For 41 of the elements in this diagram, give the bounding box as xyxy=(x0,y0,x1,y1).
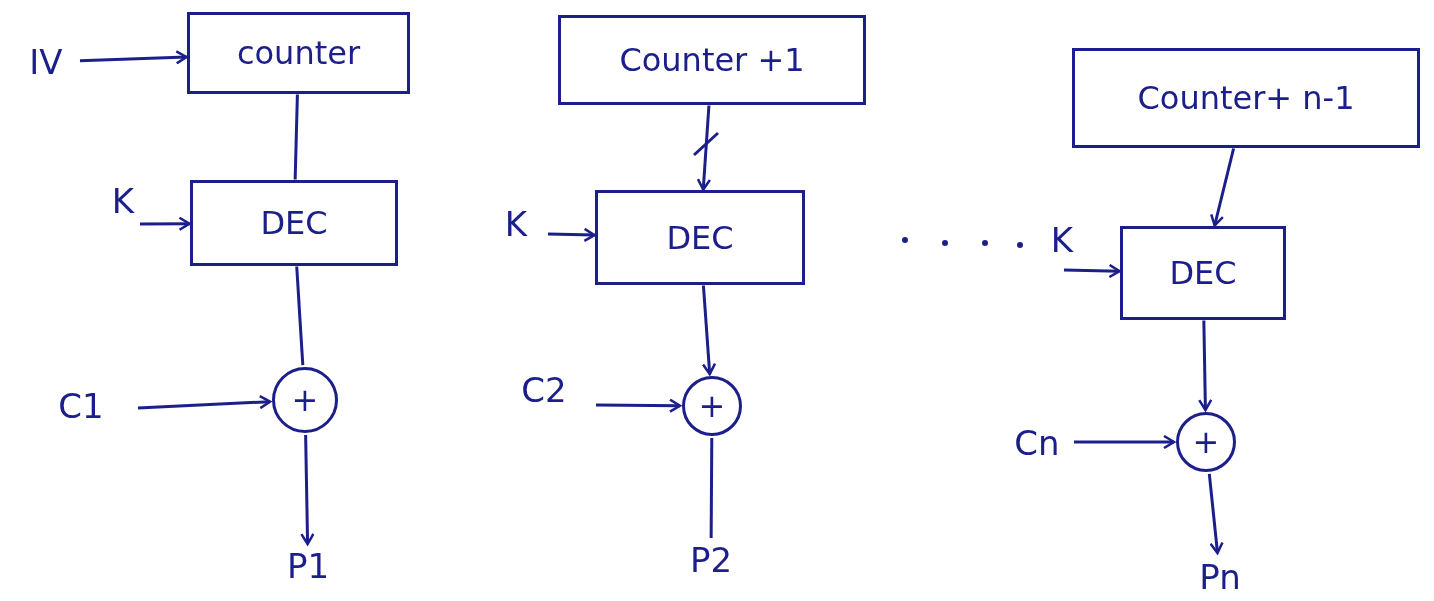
arrow xyxy=(1210,148,1236,227)
xor-circle xyxy=(1176,412,1236,472)
signal-label: Cn xyxy=(1014,426,1060,460)
xor-symbol: + xyxy=(1192,426,1220,458)
block-label: DEC xyxy=(666,221,734,254)
block-label: counter xyxy=(236,37,361,69)
signal-label: P2 xyxy=(689,543,733,577)
process-box xyxy=(1072,48,1420,148)
arrow xyxy=(137,394,272,410)
arrow xyxy=(1074,434,1176,450)
signal-label: K xyxy=(111,184,135,218)
arrow xyxy=(547,227,596,243)
process-box xyxy=(190,180,398,266)
signal-label: P1 xyxy=(286,549,330,583)
process-box xyxy=(558,15,866,105)
block-label: Counter +1 xyxy=(619,44,805,76)
block-label: DEC xyxy=(1169,257,1237,289)
signal-label: K xyxy=(504,207,528,241)
xor-symbol: + xyxy=(698,390,726,422)
signal-label: K xyxy=(1050,223,1074,257)
signal-label: C2 xyxy=(521,373,567,407)
arrow xyxy=(140,216,191,231)
arrow xyxy=(696,105,712,191)
xor-symbol: + xyxy=(291,384,319,416)
xor-circle xyxy=(272,367,338,433)
signal-label: C1 xyxy=(58,389,104,423)
process-box xyxy=(595,190,805,285)
signal-label: IV xyxy=(29,45,63,79)
arrow xyxy=(1063,263,1121,279)
process-box xyxy=(187,12,410,94)
arrow xyxy=(596,398,682,413)
block-label: DEC xyxy=(260,207,328,239)
arrow xyxy=(300,434,315,546)
arrow xyxy=(1207,473,1224,555)
process-box xyxy=(1120,226,1286,320)
arrow xyxy=(1198,320,1213,412)
xor-circle xyxy=(682,376,742,436)
arrow xyxy=(701,285,717,376)
block-label: Counter+ n-1 xyxy=(1137,82,1355,114)
arrow xyxy=(79,50,188,65)
signal-label: Pn xyxy=(1199,560,1241,594)
